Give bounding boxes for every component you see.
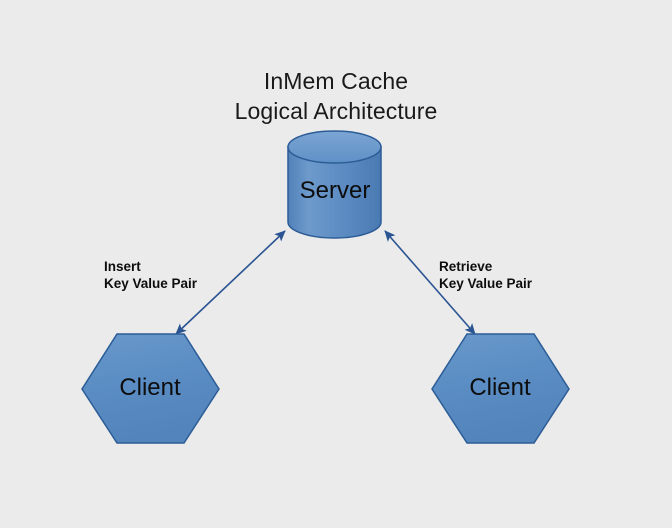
node-client-left[interactable] — [81, 333, 220, 444]
edge-insert-line — [175, 230, 286, 335]
edge-label-insert: Insert Key Value Pair — [104, 258, 197, 292]
node-server[interactable] — [287, 130, 382, 239]
edge-insert — [175, 230, 286, 335]
client-left-hexagon — [81, 333, 220, 444]
client-right-label: Client — [469, 374, 531, 401]
edge-retrieve — [384, 230, 476, 335]
edge-label-retrieve-line-2: Key Value Pair — [439, 276, 533, 291]
client-right-hexagon — [431, 333, 570, 444]
diagram-title: InMem Cache Logical Architecture — [0, 66, 672, 126]
node-client-right[interactable] — [431, 333, 570, 444]
edge-label-retrieve: Retrieve Key Value Pair — [439, 258, 532, 292]
edge-retrieve-line — [384, 230, 476, 335]
title-line-1: InMem Cache — [263, 68, 409, 94]
client-left-label: Client — [119, 374, 181, 401]
server-cylinder-top — [287, 130, 382, 164]
title-line-2: Logical Architecture — [234, 98, 438, 124]
edge-label-retrieve-line-1: Retrieve — [439, 259, 493, 274]
edge-label-insert-line-2: Key Value Pair — [104, 276, 198, 291]
edge-label-insert-line-1: Insert — [104, 259, 141, 274]
server-cylinder-body — [287, 146, 382, 239]
server-label: Server — [299, 177, 371, 204]
